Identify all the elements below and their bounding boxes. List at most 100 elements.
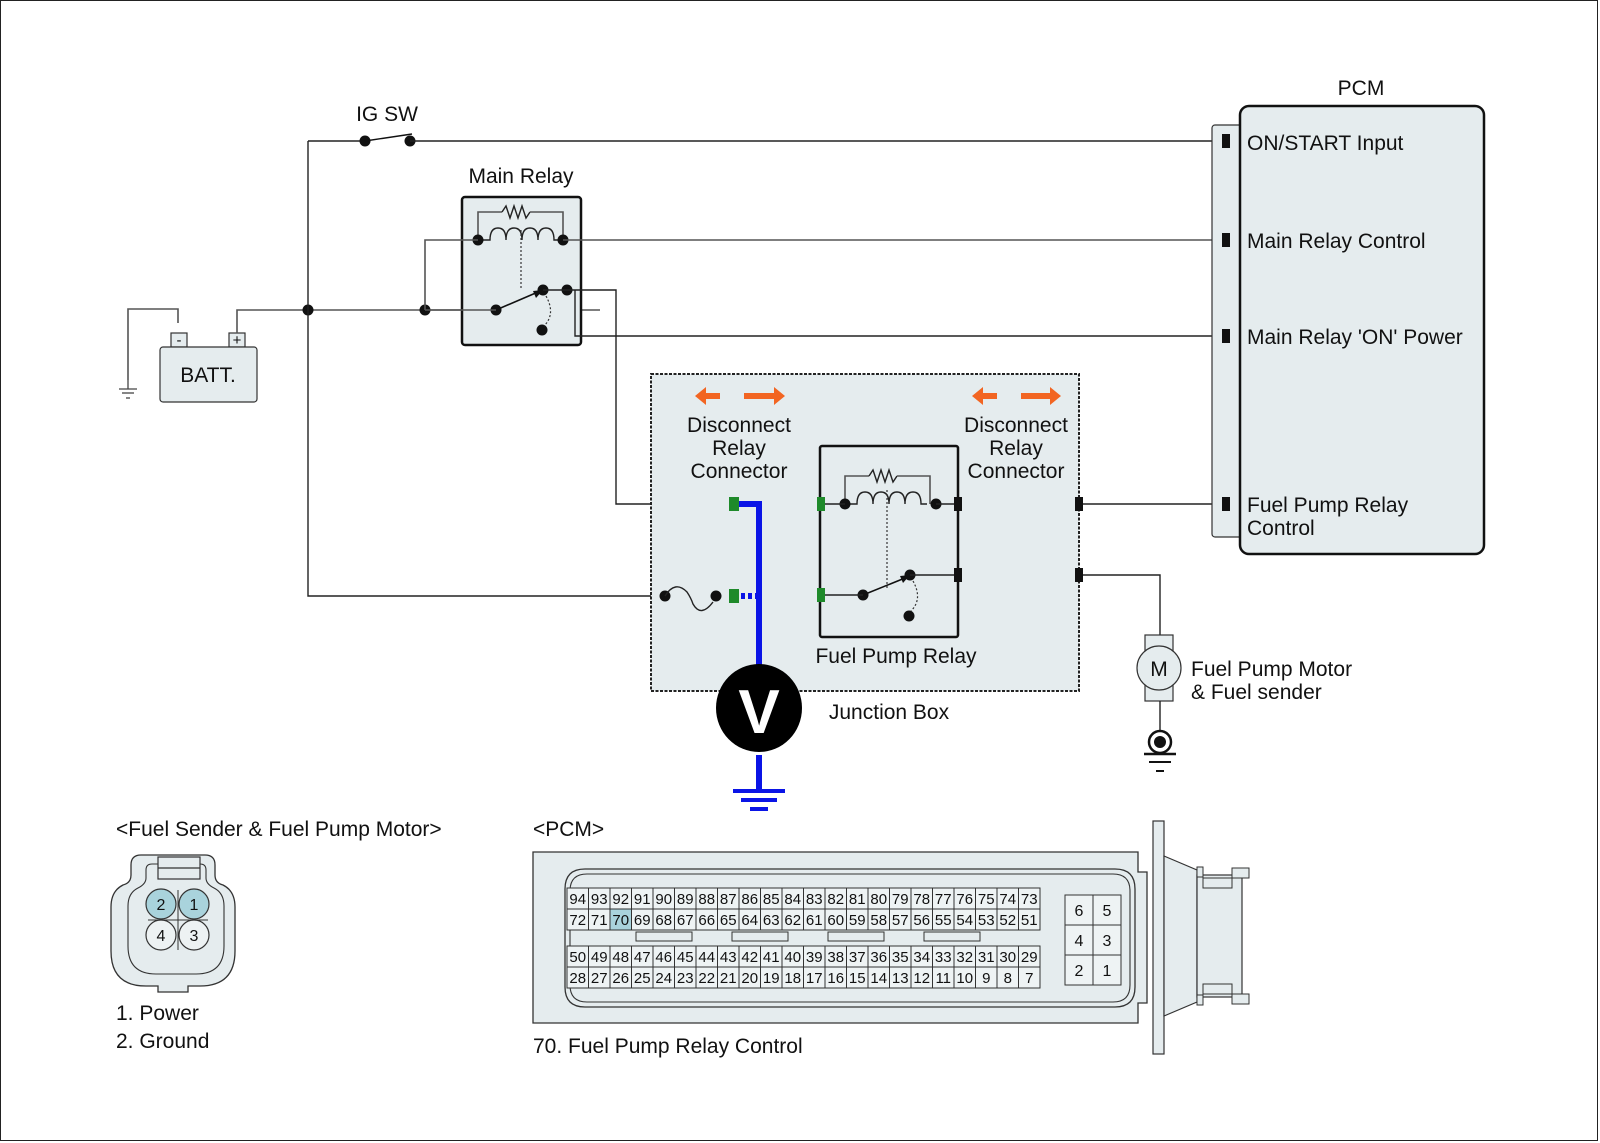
pcm-pin: 16 <box>824 966 847 989</box>
pcm-pin: 64 <box>738 908 761 931</box>
svg-text:12: 12 <box>913 970 930 987</box>
pcm-pin: 17 <box>803 966 826 989</box>
pcm-pin: 92 <box>609 887 632 910</box>
svg-text:10: 10 <box>956 970 973 987</box>
pcm-pin: 57 <box>889 908 912 931</box>
svg-text:30: 30 <box>999 949 1016 966</box>
svg-text:14: 14 <box>870 970 887 987</box>
pcm-pin: 11 <box>932 966 955 989</box>
svg-text:Disconnect: Disconnect <box>964 414 1068 437</box>
pcm-aux-pin: 6 <box>1064 894 1094 926</box>
svg-text:20: 20 <box>741 970 758 987</box>
pcm-terminal <box>1222 134 1230 148</box>
pcm-pin: 14 <box>867 966 890 989</box>
pcm-pin: 39 <box>803 945 826 968</box>
connector-pin-highlighted <box>178 888 210 920</box>
svg-text:22: 22 <box>698 970 715 987</box>
pcm-pin: 77 <box>932 887 955 910</box>
pcm-pin: 40 <box>781 945 804 968</box>
pcm-pin: 58 <box>867 908 890 931</box>
svg-text:7: 7 <box>1025 970 1033 987</box>
disconnect-label-right: Disconnect Relay Connector <box>964 414 1068 483</box>
battery-neg-label: - <box>177 332 182 349</box>
connector-pin <box>145 919 177 951</box>
pin-number: 2 <box>157 897 166 914</box>
svg-text:37: 37 <box>849 949 866 966</box>
pcm-pin: 86 <box>738 887 761 910</box>
svg-text:86: 86 <box>741 891 758 908</box>
svg-text:45: 45 <box>677 949 694 966</box>
pcm-pin: 68 <box>652 908 675 931</box>
svg-text:39: 39 <box>806 949 823 966</box>
pcm-pin: 43 <box>717 945 740 968</box>
pcm-pin: 76 <box>953 887 976 910</box>
motor-label: Fuel Pump Motor <box>1191 658 1352 681</box>
svg-text:24: 24 <box>655 970 672 987</box>
pcm-pin-main-relay-on-power: Main Relay 'ON' Power <box>1247 326 1463 349</box>
svg-text:40: 40 <box>784 949 801 966</box>
svg-text:80: 80 <box>870 891 887 908</box>
pcm-pin: 83 <box>803 887 826 910</box>
svg-text:57: 57 <box>892 912 909 929</box>
svg-text:74: 74 <box>999 891 1016 908</box>
svg-text:94: 94 <box>569 891 586 908</box>
pcm-box <box>1238 104 1486 556</box>
svg-text:31: 31 <box>978 949 995 966</box>
pcm-pin: 46 <box>652 945 675 968</box>
pcm-pin: 47 <box>631 945 654 968</box>
ground-icon <box>119 380 137 399</box>
ground-icon <box>1144 729 1176 772</box>
fuel-pump-relay-label: Fuel Pump Relay <box>815 645 977 668</box>
pcm-pin: 60 <box>824 908 847 931</box>
svg-text:17: 17 <box>806 970 823 987</box>
relay-terminal <box>817 588 825 602</box>
voltmeter-icon[interactable]: V <box>716 664 802 752</box>
pcm-pin: 61 <box>803 908 826 931</box>
svg-text:29: 29 <box>1021 949 1038 966</box>
pcm-aux-pin: 1 <box>1092 954 1122 986</box>
disconnect-label-left: Disconnect Relay Connector <box>687 414 791 483</box>
pcm-pin: 91 <box>631 887 654 910</box>
svg-text:26: 26 <box>612 970 629 987</box>
ig-switch-blade <box>364 133 413 142</box>
pcm-pin: 7 <box>1018 966 1041 989</box>
pcm-pin: 50 <box>566 945 589 968</box>
pcm-connector-legend: 70. Fuel Pump Relay Control <box>533 1035 803 1058</box>
pcm-pin: 67 <box>674 908 697 931</box>
svg-text:84: 84 <box>784 891 801 908</box>
svg-text:16: 16 <box>827 970 844 987</box>
svg-text:90: 90 <box>655 891 672 908</box>
svg-text:38: 38 <box>827 949 844 966</box>
pcm-pin: 69 <box>631 908 654 931</box>
pcm-pin: 48 <box>609 945 632 968</box>
svg-text:9: 9 <box>982 970 990 987</box>
jb-terminal <box>1075 497 1083 511</box>
pcm-pin: 29 <box>1018 945 1041 968</box>
motor-label-2: & Fuel sender <box>1191 681 1322 704</box>
svg-text:63: 63 <box>763 912 780 929</box>
svg-text:66: 66 <box>698 912 715 929</box>
pcm-pin: 84 <box>781 887 804 910</box>
pcm-pin: 33 <box>932 945 955 968</box>
main-relay-coil-feed <box>424 239 478 310</box>
pcm-pin-fuel-pump-relay-control-2: Control <box>1247 517 1315 540</box>
pcm-pin: 34 <box>910 945 933 968</box>
svg-text:44: 44 <box>698 949 715 966</box>
svg-text:69: 69 <box>634 912 651 929</box>
fuel-pump-power-wire <box>1083 574 1161 635</box>
svg-text:11: 11 <box>935 970 951 987</box>
pcm-pin: 20 <box>738 966 761 989</box>
svg-text:87: 87 <box>720 891 737 908</box>
pcm-pin: 62 <box>781 908 804 931</box>
pcm-pin-highlighted: 70 <box>609 908 632 931</box>
svg-text:Connector: Connector <box>691 460 788 483</box>
resistor-icon <box>501 203 531 221</box>
junction-box-label: Junction Box <box>829 701 950 724</box>
fuel-pump-relay-coil <box>839 467 942 590</box>
pcm-pin: 80 <box>867 887 890 910</box>
pcm-pin: 32 <box>953 945 976 968</box>
fuel-sender-connector-title: <Fuel Sender & Fuel Pump Motor> <box>116 818 442 841</box>
pcm-pin: 23 <box>674 966 697 989</box>
pcm-pin: 55 <box>932 908 955 931</box>
